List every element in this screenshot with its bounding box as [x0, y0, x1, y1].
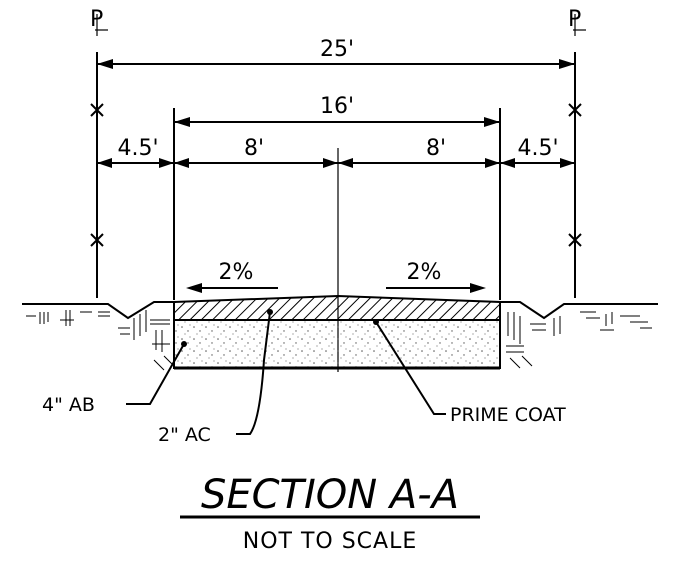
x-mark: [568, 103, 582, 117]
x-mark: [90, 103, 104, 117]
dimension-overall-label: 25': [320, 37, 354, 62]
pavement-section: [173, 294, 501, 370]
ground-line-right: [500, 301, 658, 320]
ground-line-left: [22, 301, 176, 320]
dimension-shoulder-right-label: 4.5': [517, 136, 558, 161]
leader-asphalt: [236, 311, 271, 435]
arrowhead: [485, 158, 500, 168]
callout-prime-label: PRIME COAT: [450, 404, 566, 426]
callout-leaders: [126, 309, 446, 435]
dimension-overall: 25': [97, 37, 575, 69]
dimension-lane-right-label: 8': [426, 136, 446, 161]
leader-dot: [181, 341, 187, 347]
callout-asphalt-label: 2" AC: [158, 424, 211, 446]
section-subtitle: NOT TO SCALE: [243, 529, 418, 554]
arrowhead: [97, 59, 113, 69]
leader-dot: [267, 309, 273, 315]
slope-right-label: 2%: [407, 260, 442, 285]
asphalt-concrete-layer: [173, 294, 501, 321]
arrowhead: [559, 59, 575, 69]
arrowhead: [97, 158, 112, 168]
arrowhead: [174, 117, 190, 127]
slope-right: 2%: [386, 260, 486, 293]
slope-left-label: 2%: [219, 260, 254, 285]
leader-dot: [373, 319, 379, 325]
x-mark: [568, 233, 582, 247]
dimension-shoulder-left-label: 4.5': [117, 136, 158, 161]
arrowhead: [484, 117, 500, 127]
arrowhead: [500, 158, 515, 168]
arrowhead: [560, 158, 575, 168]
section-title: SECTION A-A: [201, 472, 459, 518]
arrowhead: [323, 158, 338, 168]
soil-texture-right: [506, 311, 652, 369]
aggregate-base-layer: [173, 319, 501, 369]
arrowhead: [174, 158, 189, 168]
arrowhead: [470, 283, 486, 293]
x-marks: [90, 103, 582, 247]
dimension-chain: 4.5' 8' 8' 4.5': [97, 136, 575, 168]
property-line-right: P: [568, 7, 586, 36]
ground-profile: [22, 301, 658, 371]
soil-texture-left: [26, 310, 175, 371]
callout-base-label: 4" AB: [42, 394, 95, 416]
dimension-pavement-label: 16': [320, 94, 354, 119]
dimension-lane-left-label: 8': [244, 136, 264, 161]
dimension-pavement: 16': [174, 94, 500, 127]
arrowhead: [159, 158, 174, 168]
x-mark: [90, 233, 104, 247]
arrowhead: [186, 283, 202, 293]
arrowhead: [338, 158, 353, 168]
property-line-left: P: [90, 7, 108, 36]
slope-left: 2%: [186, 260, 278, 293]
leader-base: [126, 343, 185, 405]
leader-prime: [375, 321, 446, 415]
